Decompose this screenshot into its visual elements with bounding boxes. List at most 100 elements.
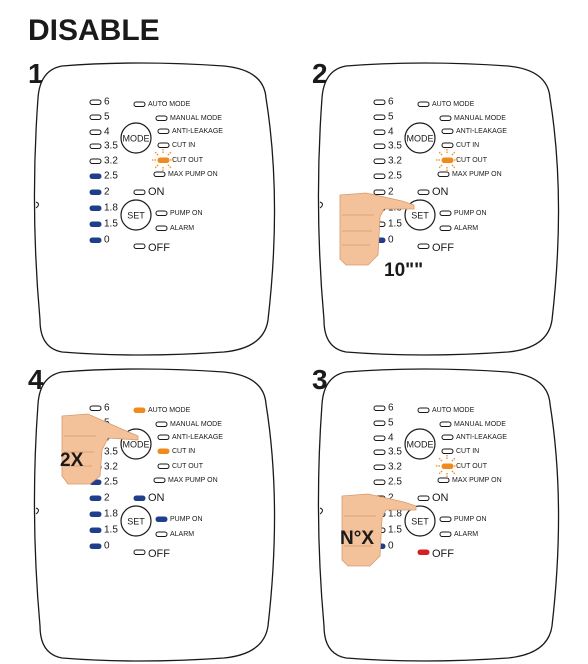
pressure-level-label: 3.2 — [104, 156, 118, 167]
mode-led — [437, 171, 450, 177]
off-label: OFF — [148, 242, 170, 254]
pressure-level-label: 3.5 — [388, 447, 402, 458]
off-led — [417, 549, 430, 555]
pressure-level-label: 1.5 — [104, 525, 118, 536]
mode-led — [157, 128, 170, 134]
mode-label: CUT OUT — [172, 157, 204, 164]
mode-label: AUTO MODE — [148, 101, 191, 108]
pump-on-label: PUMP ON — [454, 210, 487, 217]
glow-ray — [451, 151, 456, 156]
glow-ray — [154, 164, 159, 169]
mode-label: CUT OUT — [172, 463, 204, 470]
mode-led — [153, 171, 166, 177]
pump-on-label: PUMP ON — [170, 210, 203, 217]
mode-label: CUT IN — [456, 142, 479, 149]
pressure-level-label: 3.2 — [104, 462, 118, 473]
mode-led — [157, 157, 170, 163]
pressure-level-label: 2.5 — [388, 477, 402, 488]
mode-button — [404, 122, 436, 154]
off-label: OFF — [432, 548, 454, 560]
mode-led — [441, 434, 454, 440]
pressure-led — [89, 495, 102, 501]
pressure-level-label: 2 — [104, 493, 110, 504]
mode-button — [120, 122, 152, 154]
glow-ray — [167, 151, 172, 156]
mode-led — [437, 477, 450, 483]
blinking-indicator — [436, 149, 458, 171]
mode-label: MAX PUMP ON — [452, 171, 502, 178]
mode-led — [441, 157, 454, 163]
pressure-led — [89, 237, 102, 243]
mode-label: ANTI-LEAKAGE — [172, 434, 223, 441]
hold-duration-label: 10"" — [384, 260, 424, 281]
off-label: OFF — [432, 242, 454, 254]
pressure-led — [89, 99, 102, 105]
pressure-led — [373, 114, 386, 120]
mode-led — [133, 407, 146, 413]
on-label: ON — [432, 492, 449, 504]
pressure-level-label: 1.8 — [104, 203, 118, 214]
mode-button-label: MODE — [123, 439, 150, 449]
pressure-level-label: 0 — [388, 541, 394, 552]
glow-ray — [451, 457, 456, 462]
pressure-led — [89, 527, 102, 533]
pressure-level-label: 6 — [104, 97, 110, 108]
mode-label: CUT IN — [172, 142, 195, 149]
mode-button — [404, 428, 436, 460]
pressure-led — [89, 511, 102, 517]
mode-label: MANUAL MODE — [170, 115, 222, 122]
pressure-level-label: 2.5 — [104, 171, 118, 182]
pressure-led — [89, 189, 102, 195]
alarm-led — [439, 225, 452, 231]
mode-label: MAX PUMP ON — [168, 171, 218, 178]
set-button — [120, 199, 152, 231]
mode-button-label: MODE — [407, 439, 434, 449]
pointing-hand-icon — [61, 413, 139, 485]
mode-led — [441, 128, 454, 134]
pressure-led — [89, 143, 102, 149]
pressure-led — [373, 464, 386, 470]
alarm-led — [439, 531, 452, 537]
on-label: ON — [432, 186, 449, 198]
pressure-level-label: 2 — [104, 187, 110, 198]
hand-shape — [61, 413, 139, 485]
pressure-level-label: 1.8 — [388, 509, 402, 520]
blinking-indicator — [152, 149, 174, 171]
mode-label: MAX PUMP ON — [452, 477, 502, 484]
on-label: ON — [148, 492, 165, 504]
off-led — [133, 243, 146, 249]
mode-label: CUT OUT — [456, 463, 488, 470]
pressure-led — [89, 205, 102, 211]
mode-label: MANUAL MODE — [170, 421, 222, 428]
mode-label: AUTO MODE — [432, 101, 475, 108]
set-button-label: SET — [411, 210, 429, 220]
pressure-level-label: 3.5 — [104, 447, 118, 458]
pump-on-label: PUMP ON — [170, 516, 203, 523]
pressure-level-label: 4 — [388, 127, 394, 138]
set-button — [120, 505, 152, 537]
pressure-led — [373, 435, 386, 441]
pressure-led — [373, 99, 386, 105]
pressure-led — [373, 420, 386, 426]
pressure-led — [373, 173, 386, 179]
on-led — [133, 495, 146, 501]
step-number: 4 — [28, 364, 44, 395]
set-button-label: SET — [127, 210, 145, 220]
alarm-label: ALARM — [454, 225, 478, 232]
mode-led — [157, 448, 170, 454]
pressure-level-label: 3.5 — [104, 141, 118, 152]
mode-label: CUT IN — [172, 448, 195, 455]
glow-ray — [451, 164, 456, 169]
side-notch — [319, 507, 323, 515]
on-led — [417, 189, 430, 195]
mode-led — [157, 434, 170, 440]
on-label: ON — [148, 186, 165, 198]
glow-ray — [451, 470, 456, 475]
press-count-label: 2X — [60, 450, 84, 471]
alarm-label: ALARM — [170, 225, 194, 232]
blinking-indicator — [436, 455, 458, 477]
